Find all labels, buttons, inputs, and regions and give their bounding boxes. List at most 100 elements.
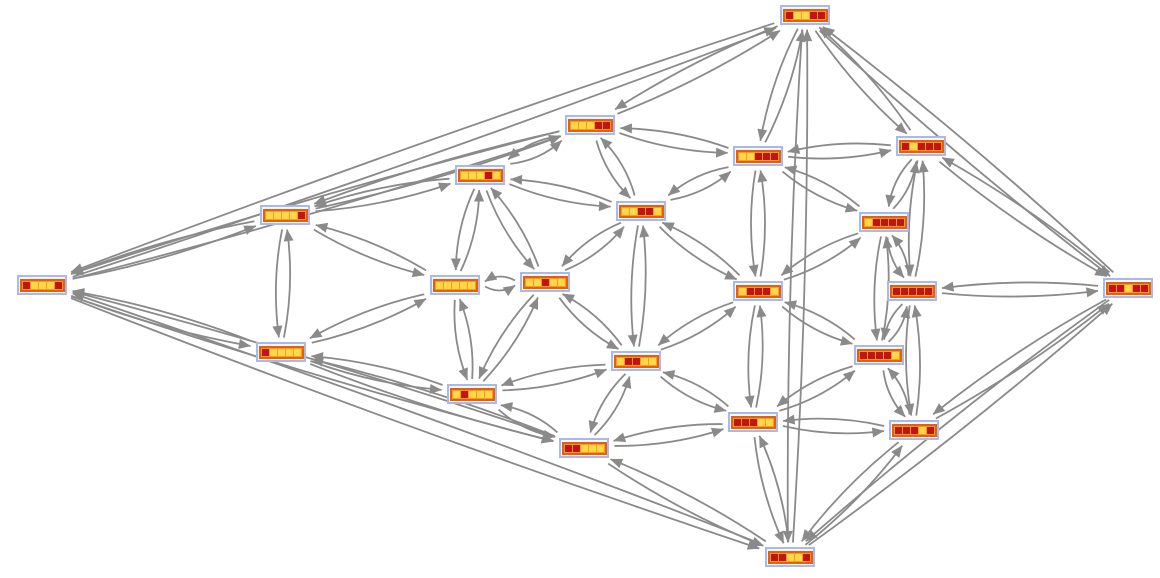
edge-arrow-YRRYY-to-RRYYY xyxy=(588,373,627,433)
edge-arrow-YYYYR-to-YYYRY xyxy=(315,182,451,213)
yellow-cell xyxy=(616,357,624,365)
red-cell xyxy=(54,281,62,289)
yellow-cell xyxy=(269,348,277,356)
cell-strip xyxy=(618,204,664,218)
edge-arrow-RYRRR-to-RRYRR xyxy=(938,161,1108,278)
edge-arrow-RYYYY-to-YYYYR xyxy=(283,229,294,338)
red-cell xyxy=(892,287,900,295)
yellow-cell xyxy=(549,278,557,286)
red-cell xyxy=(908,287,916,295)
red-cell xyxy=(261,348,269,356)
graph-node-RYYYR xyxy=(17,275,67,295)
graph-node-YYRRR xyxy=(733,146,783,166)
red-cell xyxy=(762,152,770,160)
cell-strip xyxy=(898,139,944,153)
yellow-cell xyxy=(909,142,917,150)
yellow-cell xyxy=(570,121,578,129)
red-cell xyxy=(770,152,778,160)
graph-node-RRRRR xyxy=(887,281,937,301)
edge-arrow-YYYRR-to-YYRRY xyxy=(595,140,632,199)
graph-node-RRYYR xyxy=(765,547,815,567)
red-cell xyxy=(1116,284,1124,292)
edge-arrow-YYYRR-to-RYYYR xyxy=(70,130,560,276)
red-cell xyxy=(624,357,632,365)
red-cell xyxy=(484,171,492,179)
yellow-cell xyxy=(484,390,492,398)
edge-arrow-YYRRR-to-YYYRR xyxy=(619,123,729,149)
edge-arrow-YYRRY-to-YYRRR xyxy=(670,170,732,201)
yellow-cell xyxy=(265,211,273,219)
edge-arrow-RRYYR-to-RRYYY xyxy=(610,458,767,543)
edge-arrow-YYRRR-to-YRRRY xyxy=(748,170,759,277)
edge-arrow-RRRRY-to-RRRYY xyxy=(776,365,853,408)
edge-arrow-RRRRY-to-RRRRR xyxy=(887,305,911,343)
cell-strip xyxy=(767,550,813,564)
edge-arrow-RYYYR-to-RRYYY xyxy=(70,295,554,444)
yellow-cell xyxy=(533,278,541,286)
edge-arrow-YYYRY-to-YYRRY xyxy=(509,183,611,212)
edge-arrow-RYYRR-to-YYRRR xyxy=(757,28,799,142)
graph-node-YYYYR xyxy=(260,205,310,225)
red-cell xyxy=(802,553,810,561)
edge-arrow-YYRYY-to-YRYYY xyxy=(478,294,535,379)
red-cell xyxy=(541,278,549,286)
edge-arrow-YRRRR-to-RRRRY xyxy=(870,236,882,341)
edge-arrow-YRRRY-to-RRRRY xyxy=(781,305,853,346)
edge-arrow-RRYYY-to-RRYYR xyxy=(607,462,764,547)
cell-strip xyxy=(457,168,503,182)
edge-arrow-YYYRR-to-YYRRR xyxy=(619,132,729,158)
yellow-cell xyxy=(864,218,872,226)
cell-strip xyxy=(432,278,478,292)
edge-arrow-YYYRY-to-YYYYR xyxy=(314,177,450,208)
edge-arrow-RYYRR-to-RRYRR xyxy=(819,30,1111,277)
red-cell xyxy=(859,351,867,359)
red-cell xyxy=(1132,284,1140,292)
edge-arrow-YRRYY-to-YRYYY xyxy=(501,363,606,387)
graph-node-YRRRR xyxy=(859,212,909,232)
edge-arrow-YYRRR-to-YRRRR xyxy=(781,170,858,213)
red-cell xyxy=(902,426,910,434)
yellow-cell xyxy=(273,211,281,219)
edge-arrow-YYYYR-to-RYYYY xyxy=(272,229,283,338)
yellow-cell xyxy=(794,553,802,561)
red-cell xyxy=(875,351,883,359)
red-cell xyxy=(910,426,918,434)
cell-strip xyxy=(889,284,935,298)
yellow-cell xyxy=(38,281,46,289)
yellow-cell xyxy=(596,444,604,452)
edge-arrow-RRYYY-to-RYYYR xyxy=(72,289,556,438)
edge-arrow-YYRRY-to-YYYRY xyxy=(510,174,612,203)
yellow-cell xyxy=(738,152,746,160)
edge-arrow-YYYRY-to-YYYYY xyxy=(450,188,476,271)
yellow-cell xyxy=(277,348,285,356)
yellow-cell xyxy=(629,207,637,215)
edge-arrow-RRYYY-to-YRYYY xyxy=(500,402,558,434)
cell-strip xyxy=(19,278,65,292)
yellow-cell xyxy=(757,418,765,426)
yellow-cell xyxy=(285,348,293,356)
red-cell xyxy=(809,11,817,19)
red-cell xyxy=(778,553,786,561)
edge-arrow-YYYYY-to-YRYYY xyxy=(453,299,469,381)
edge-arrow-RRYYY-to-RRRYY xyxy=(614,427,724,447)
edge-arrow-RRYRR-to-RRRYR xyxy=(932,298,1107,416)
edge-arrow-RRRYR-to-RRRYY xyxy=(782,414,885,427)
edge-arrow-YRRRY-to-RRRYY xyxy=(744,305,756,408)
edge-arrow-RRYYR-to-RYYRR xyxy=(792,29,813,543)
yellow-cell xyxy=(476,171,484,179)
edge-arrow-RYRRR-to-YYRRR xyxy=(787,142,891,154)
red-cell xyxy=(1140,284,1148,292)
red-cell xyxy=(460,390,468,398)
edge-arrow-YYYYR-to-RYYYR xyxy=(70,220,255,275)
graph-node-RYYYY xyxy=(256,342,306,362)
edge-arrow-YYRYY-to-YYYYY xyxy=(484,271,516,283)
yellow-cell xyxy=(578,121,586,129)
edge-arrow-RRRYY-to-RRYYY xyxy=(613,423,723,443)
graph-node-RRYRR xyxy=(1103,278,1153,298)
yellow-cell xyxy=(476,390,484,398)
red-cell xyxy=(1108,284,1116,292)
red-cell xyxy=(926,426,934,434)
edge-arrow-RYYYY-to-YYYYY xyxy=(311,298,427,344)
yellow-cell xyxy=(46,281,54,289)
edge-arrow-YRRYY-to-YYRRY xyxy=(638,225,650,347)
